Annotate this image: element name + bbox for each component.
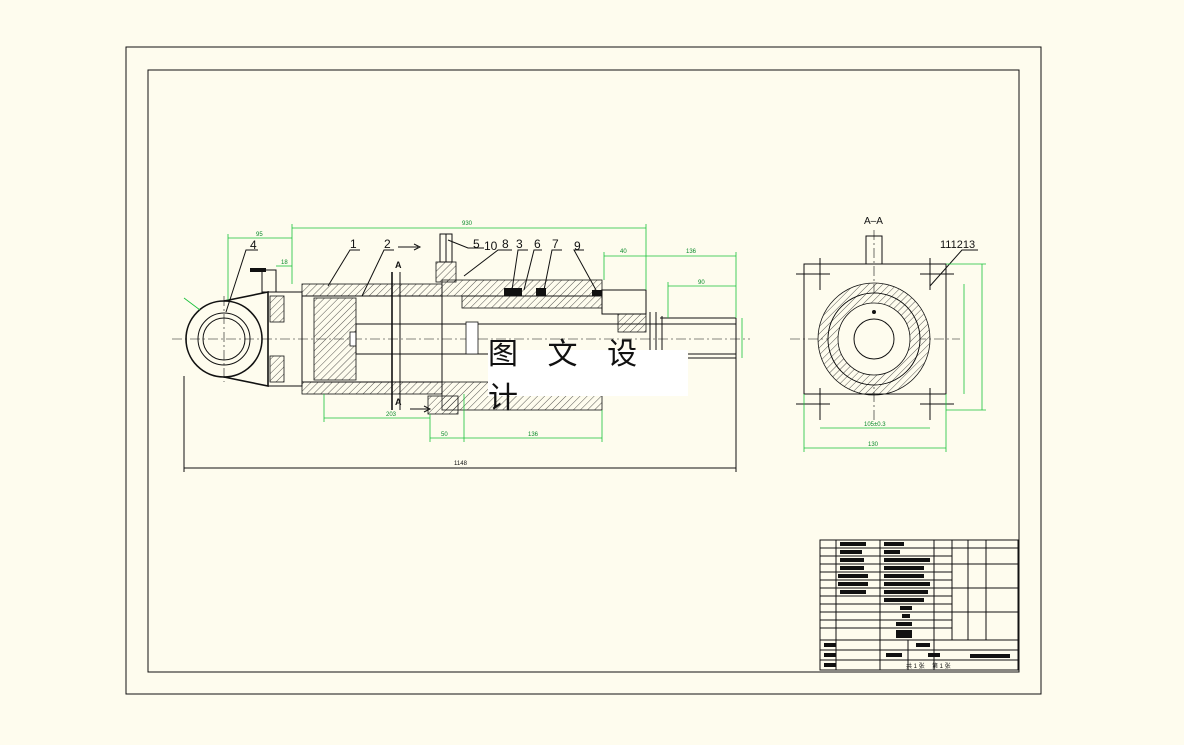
dim-top-overall: 930 — [462, 221, 473, 227]
oil-port — [435, 261, 457, 283]
callout-1: 1 — [350, 237, 357, 251]
callouts-right: 111213 — [940, 239, 975, 251]
dim-right-top-c: 90 — [698, 280, 705, 286]
main-view: A A — [172, 233, 750, 415]
title-block: 共 1 张 第 1 张 — [819, 539, 1019, 671]
dim-section-bottom-inner: 105±0.3 — [864, 422, 886, 428]
section-view: A–A 111213 105±0.3 130 — [790, 216, 986, 452]
dim-bottom-a: 50 — [441, 432, 448, 438]
callout-9: 9 — [574, 239, 581, 253]
callout-5: 5 — [473, 237, 480, 251]
cylinder-tube-top — [301, 283, 443, 297]
section-mark-bottom: A — [395, 397, 402, 407]
bleed-valve-marker — [250, 268, 266, 272]
dim-left-eye: 95 — [256, 232, 263, 238]
cylinder-tube-bottom — [301, 381, 443, 395]
callout-10: 10 — [484, 239, 498, 253]
dim-bottom-b: 136 — [528, 432, 539, 438]
main-dimensions: 930 95 18 40 136 90 50 136 203 1148 — [183, 221, 743, 472]
outer-frame — [125, 46, 1042, 695]
dim-right-top-b: 136 — [686, 249, 697, 255]
dim-left-small: 18 — [281, 260, 288, 266]
section-rod — [853, 318, 895, 360]
oil-port-bottom — [427, 395, 459, 415]
dim-section-bottom-outer: 130 — [868, 442, 879, 448]
dim-bottom-left: 203 — [386, 412, 397, 418]
section-label: A–A — [864, 216, 883, 227]
callout-3: 3 — [516, 237, 523, 251]
dim-overall-length: 1148 — [454, 461, 468, 467]
watermark: 图 文 设 计 — [488, 337, 688, 416]
sheet-count: 共 1 张 — [906, 662, 925, 670]
callouts: 4 1 2 5 10 8 3 6 7 9 — [250, 237, 581, 253]
piston — [313, 297, 357, 381]
bleed-valve — [261, 269, 277, 293]
callout-4: 4 — [250, 238, 257, 252]
callout-7: 7 — [552, 237, 559, 251]
dim-right-top-a: 40 — [620, 249, 627, 255]
callout-6: 6 — [534, 237, 541, 251]
end-gland — [601, 289, 647, 315]
callout-2: 2 — [384, 237, 391, 251]
callout-8: 8 — [502, 237, 509, 251]
section-mark-top: A — [395, 260, 402, 270]
inner-frame — [147, 69, 1020, 673]
sheet-number: 第 1 张 — [932, 662, 951, 670]
